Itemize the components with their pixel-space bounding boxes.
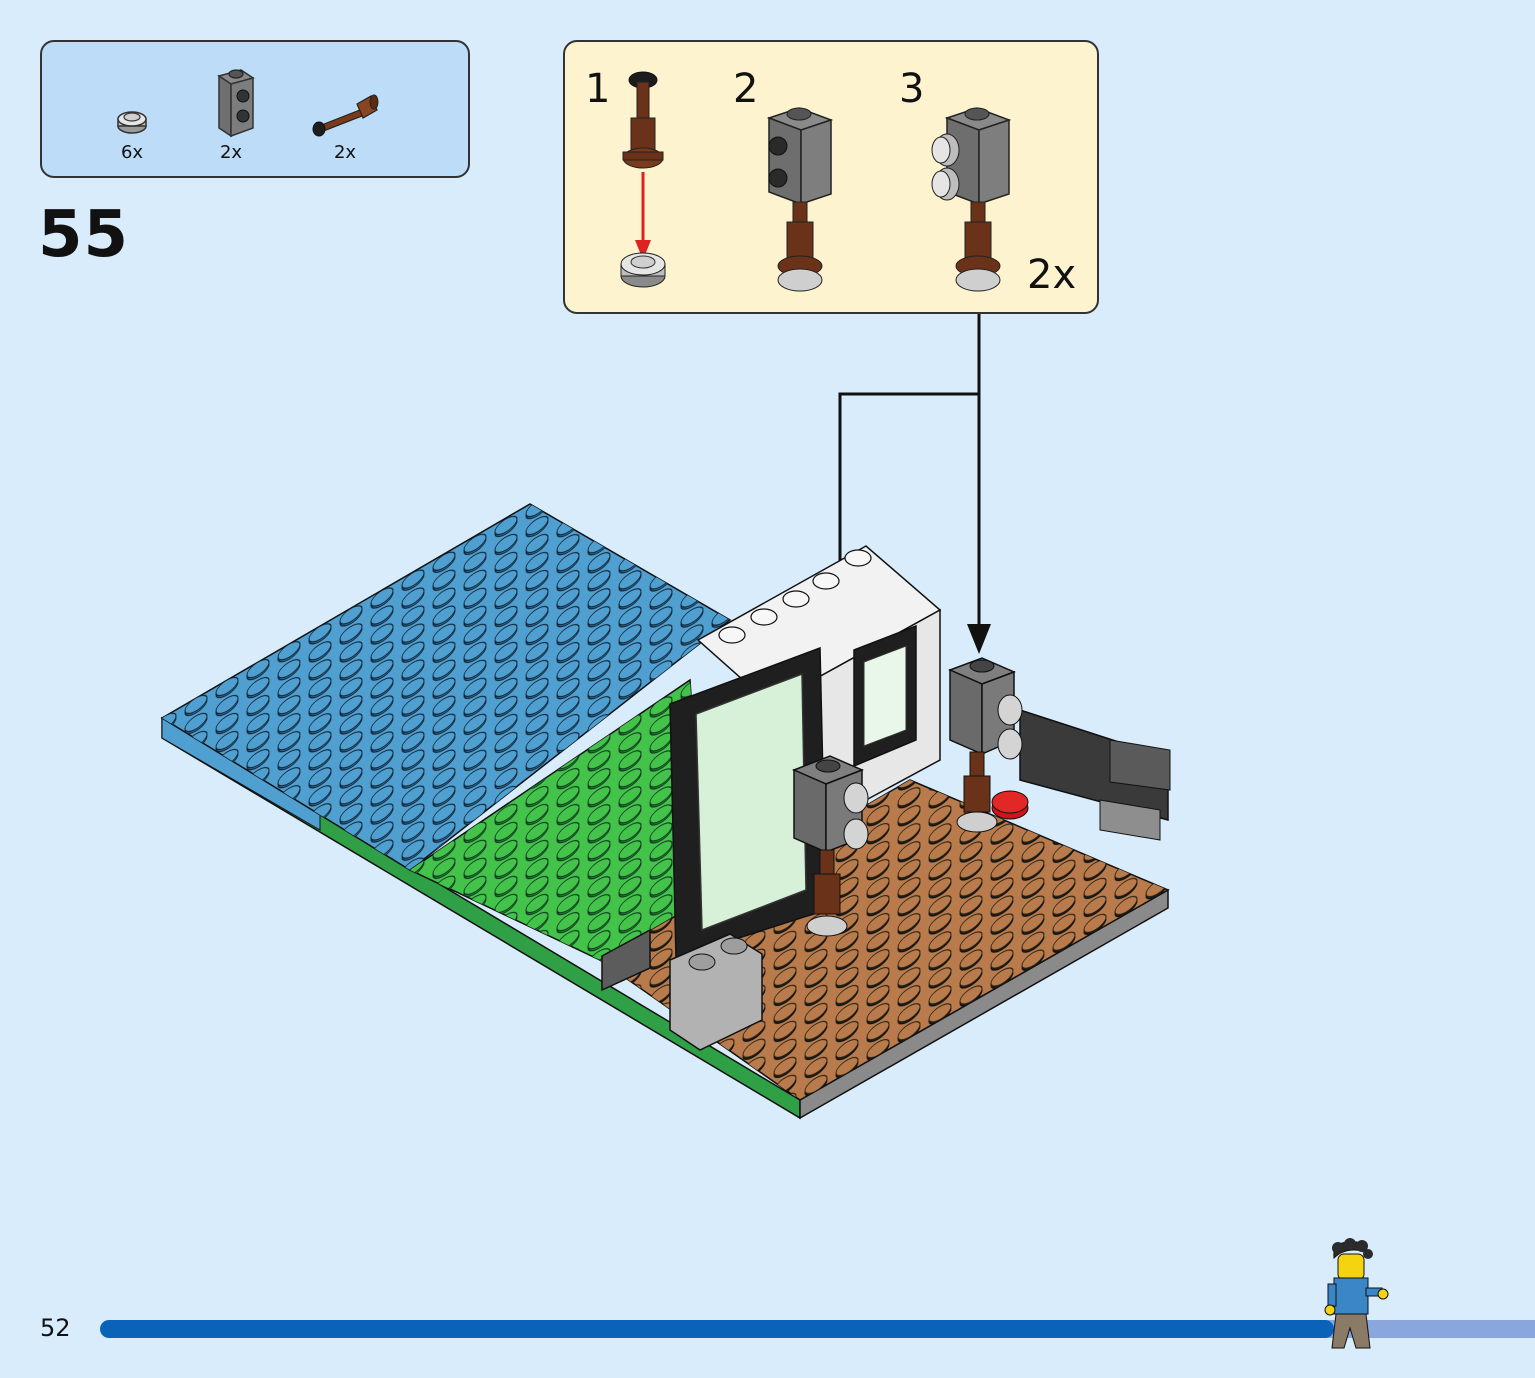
callout-quantity: 2x [1027,252,1077,298]
bar-with-stopper-icon [312,94,379,137]
model-illustration [160,503,1171,1120]
lamp-post-left [792,755,869,937]
sub-step-2-illustration [766,107,834,292]
part-quantity: 6x [120,142,144,163]
sub-step-number: 2 [733,66,759,112]
part-quantity: 2x [333,142,357,163]
parts-list-panel: 6x 2x 2x [40,40,470,178]
sub-step-3-illustration [931,107,1012,292]
lamp-post-right [948,657,1023,833]
sub-step-number: 1 [585,66,611,112]
progress-bar-fill [100,1320,1335,1338]
part-item: 6x [92,104,172,163]
part-item: 2x [191,62,271,163]
minifigure-icon [1324,1238,1389,1349]
part-item: 2x [305,86,385,163]
sub-step-number: 3 [899,66,925,112]
page-number: 52 [40,1314,71,1342]
step-number: 55 [38,198,130,272]
round-plate-icon [117,111,147,134]
sub-step-1-illustration [620,71,666,288]
brick-studs-on-side-icon [217,69,255,138]
part-quantity: 2x [219,142,243,163]
sub-assembly-callout: 1 2 3 [563,40,1099,314]
progress-bar [100,1320,1535,1338]
